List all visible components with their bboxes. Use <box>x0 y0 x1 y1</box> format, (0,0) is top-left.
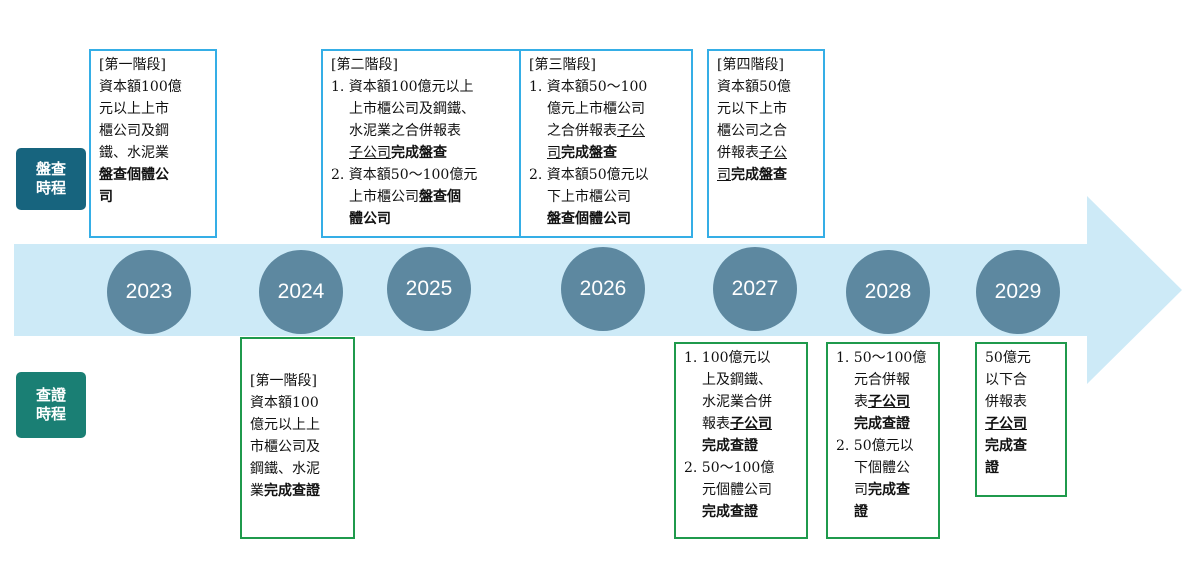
text-line: 鋼鐵、水泥 <box>250 461 320 477</box>
text-line: 1. 100億元以 <box>684 350 771 366</box>
text-line: 以下合 <box>985 372 1027 388</box>
text-part: 完成盤查 <box>391 145 447 161</box>
text-line: 體公司 <box>349 211 391 227</box>
text-line: 水泥業之合併報表 <box>349 123 461 139</box>
text-line: 1. 資本額100億元以上 <box>331 79 474 95</box>
text-part: 併報表 <box>717 145 759 161</box>
text-line: 資本額100億 <box>99 79 182 95</box>
text-line: 櫃公司之合 <box>717 123 787 139</box>
text-line: 2. 50～100億 <box>684 460 775 476</box>
text-line: 元以上上市 <box>99 101 169 117</box>
text-line: 併報表 <box>985 394 1027 410</box>
text-line: 證 <box>854 504 868 520</box>
year-2026: 2026 <box>561 247 645 331</box>
text-line: 元合併報 <box>854 372 910 388</box>
text-line: 完成查證 <box>854 416 910 432</box>
text-part: 完成盤查 <box>731 167 787 183</box>
text-line: 盤查個體公司 <box>547 211 631 227</box>
year-2024: 2024 <box>259 250 343 334</box>
text-line: 下上市櫃公司 <box>547 189 631 205</box>
text-line: 完成查證 <box>702 438 758 454</box>
text-line: 證 <box>985 460 999 476</box>
verify-label-line1: 查證 <box>35 386 66 404</box>
text-line: 報表子公司 <box>684 413 800 435</box>
text-part: 司 <box>547 145 561 161</box>
text-line: 上市櫃公司盤查個 <box>331 186 513 208</box>
text-line: 子公司完成盤查 <box>331 142 513 164</box>
text-line: 2. 資本額50～100億元 <box>331 167 478 183</box>
verify-2029-box: 50億元 以下合 併報表 子公司 完成查 證 <box>975 342 1067 497</box>
text-part: 子公司 <box>868 394 910 410</box>
audit-phase2-box: [第二階段] 1. 資本額100億元以上 上市櫃公司及鋼鐵、 水泥業之合併報表 … <box>321 49 521 238</box>
text-line: 完成查 <box>985 438 1027 454</box>
audit-label-line1: 盤查 <box>35 160 66 178</box>
phase-title: [第一階段] <box>250 373 317 389</box>
audit-schedule-label: 盤查 時程 <box>16 148 86 210</box>
audit-label-line2: 時程 <box>35 179 66 197</box>
text-line: 併報表子公 <box>717 142 817 164</box>
year-2025: 2025 <box>387 247 471 331</box>
year-2023: 2023 <box>107 250 191 334</box>
text-line: 完成查證 <box>702 504 758 520</box>
text-line: 1. 50～100億 <box>836 350 927 366</box>
text-line: 司 <box>99 189 113 205</box>
text-part: 完成查證 <box>264 483 320 499</box>
text-line: 1. 資本額50～100 <box>529 79 648 95</box>
text-line: 之合併報表子公 <box>529 120 685 142</box>
text-part: 盤查個 <box>419 189 461 205</box>
verify-label-line2: 時程 <box>35 405 66 423</box>
text-line: 司完成盤查 <box>717 164 817 186</box>
text-line: 2. 資本額50億元以 <box>529 167 649 183</box>
audit-phase3-box: [第三階段] 1. 資本額50～100 億元上市櫃公司 之合併報表子公 司完成盤… <box>519 49 693 238</box>
text-line: 鐵、水泥業 <box>99 145 169 161</box>
text-part: 司 <box>717 167 731 183</box>
text-line: 億元上市櫃公司 <box>547 101 645 117</box>
audit-phase4-box: [第四階段] 資本額50億 元以下上市 櫃公司之合 併報表子公 司完成盤查 <box>707 49 825 238</box>
text-line: 2. 50億元以 <box>836 438 914 454</box>
text-part: 子公司 <box>730 416 772 432</box>
text-part: 報表 <box>702 416 730 432</box>
verify-2024-box: [第一階段] 資本額100 億元以上上 市櫃公司及 鋼鐵、水泥 業完成查證 <box>240 337 355 539</box>
text-line: 司完成查 <box>836 479 932 501</box>
text-part: 上市櫃公司 <box>349 189 419 205</box>
text-part: 之合併報表 <box>547 123 617 139</box>
text-line: 資本額50億 <box>717 79 791 95</box>
text-line: 司完成盤查 <box>529 142 685 164</box>
text-line: 50億元 <box>985 350 1031 366</box>
year-2028: 2028 <box>846 250 930 334</box>
text-line: 盤查個體公 <box>99 167 169 183</box>
phase-title: [第一階段] <box>99 57 166 73</box>
year-2027: 2027 <box>713 247 797 331</box>
text-line: 子公司 <box>985 416 1027 432</box>
text-line: 元以下上市 <box>717 101 787 117</box>
text-part: 子公 <box>759 145 787 161</box>
year-2029: 2029 <box>976 250 1060 334</box>
verify-2027-box: 1. 100億元以 上及鋼鐵、 水泥業合併 報表子公司 完成查證 2. 50～1… <box>674 342 808 539</box>
text-line: 表子公司 <box>836 391 932 413</box>
text-line: 業完成查證 <box>250 480 347 502</box>
text-line: 上及鋼鐵、 <box>702 372 772 388</box>
text-part: 表 <box>854 394 868 410</box>
phase-title: [第二階段] <box>331 57 398 73</box>
verify-2028-box: 1. 50～100億 元合併報 表子公司 完成查證 2. 50億元以 下個體公 … <box>826 342 940 539</box>
text-line: 資本額100 <box>250 395 319 411</box>
text-part: 子公 <box>617 123 645 139</box>
text-line: 市櫃公司及 <box>250 439 320 455</box>
text-part: 完成查 <box>868 482 910 498</box>
text-part: 完成盤查 <box>561 145 617 161</box>
text-line: 下個體公 <box>854 460 910 476</box>
audit-phase1-box: [第一階段] 資本額100億 元以上上市 櫃公司及鋼 鐵、水泥業 盤查個體公 司 <box>89 49 217 238</box>
text-part: 子公司 <box>349 145 391 161</box>
text-line: 上市櫃公司及鋼鐵、 <box>349 101 475 117</box>
text-line: 元個體公司 <box>702 482 772 498</box>
text-part: 司 <box>854 482 868 498</box>
text-line: 水泥業合併 <box>702 394 772 410</box>
text-part: 業 <box>250 483 264 499</box>
phase-title: [第四階段] <box>717 57 784 73</box>
text-line: 億元以上上 <box>250 417 320 433</box>
phase-title: [第三階段] <box>529 57 596 73</box>
verification-schedule-label: 查證 時程 <box>16 372 86 438</box>
text-line: 櫃公司及鋼 <box>99 123 169 139</box>
